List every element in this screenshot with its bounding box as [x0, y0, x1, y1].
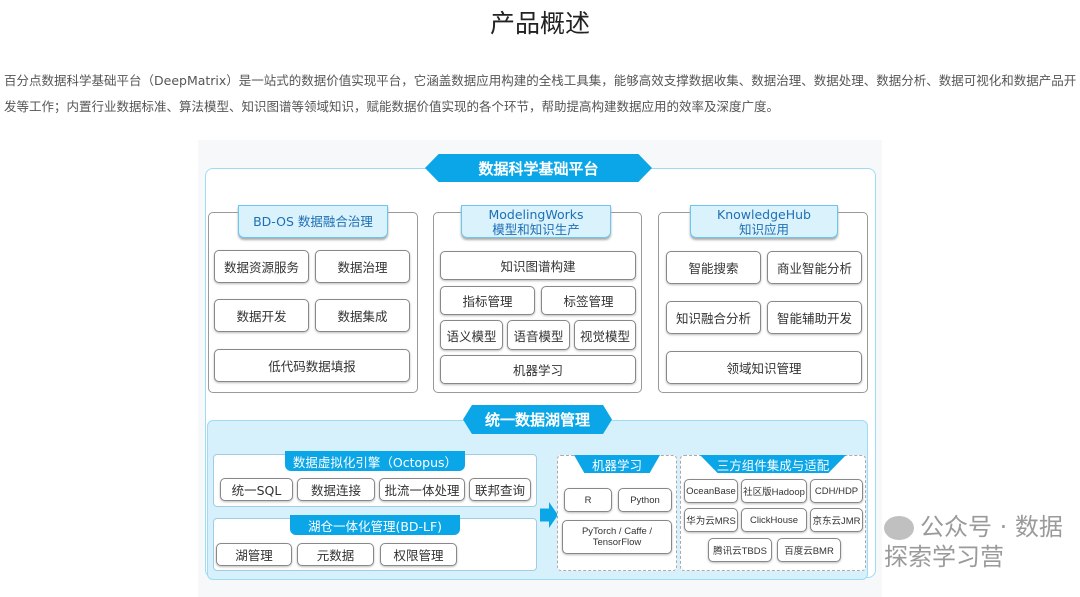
bdos-item: 数据集成: [315, 299, 410, 332]
ml-item: PyTorch / Caffe / TensorFlow: [562, 520, 672, 554]
bdlf-item: 权限管理: [380, 543, 457, 566]
arrow-right-icon: [540, 502, 558, 528]
bdos-item: 数据治理: [315, 250, 410, 283]
modeling-item: 知识图谱构建: [440, 251, 636, 280]
description-line: 百分点数据科学基础平台（DeepMatrix）是一站式的数据价值实现平台，它涵盖…: [4, 73, 1077, 88]
modeling-item: 语义模型: [440, 320, 503, 350]
octopus-item: 统一SQL: [220, 478, 293, 501]
modeling-item: 指标管理: [440, 286, 535, 315]
lake-banner: 统一数据湖管理: [463, 405, 612, 434]
ml-title: 机器学习: [574, 455, 660, 473]
octopus-item: 联邦查询: [469, 478, 531, 501]
knowledge-item: 知识融合分析: [666, 301, 761, 334]
third-party-item: 百度云BMR: [777, 538, 841, 562]
bdos-title: BD-OS 数据融合治理: [238, 205, 388, 238]
third-party-item: ClickHouse: [741, 508, 807, 532]
bdos-item: 低代码数据填报: [214, 349, 410, 382]
watermark-text: 公众号 · 数据探索学习营: [884, 513, 1063, 571]
third-party-item: 腾讯云TBDS: [708, 538, 772, 562]
watermark: 公众号 · 数据探索学习营: [884, 512, 1080, 572]
knowledge-item: 领域知识管理: [666, 351, 862, 384]
knowledge-item: 智能辅助开发: [767, 301, 862, 334]
knowledge-item: 商业智能分析: [767, 251, 862, 284]
modeling-item: 视觉模型: [574, 320, 636, 350]
bdos-title-text: BD-OS 数据融合治理: [253, 214, 373, 229]
modeling-subtitle: 模型和知识生产: [492, 221, 580, 237]
octopus-title: 数据虚拟化引擎（Octopus）: [285, 451, 465, 471]
page-title: 产品概述: [489, 9, 590, 38]
knowledge-subtitle: 知识应用: [738, 221, 789, 237]
ml-item: R: [564, 488, 612, 512]
third-party-item: CDH/HDP: [810, 479, 863, 503]
platform-banner: 数据科学基础平台: [425, 154, 652, 182]
third-party-item: 京东云JMR: [810, 508, 863, 532]
third-party-title: 三方组件集成与适配: [700, 455, 846, 473]
bdlf-item: 元数据: [297, 543, 374, 566]
bdlf-title: 湖仓一体化管理(BD-LF): [290, 515, 460, 535]
modeling-title-text: ModelingWorks: [488, 206, 584, 222]
bdos-item: 数据开发: [214, 299, 309, 332]
knowledge-item: 智能搜索: [666, 251, 761, 284]
ml-item: Python: [618, 488, 672, 512]
modeling-item: 语音模型: [507, 320, 570, 350]
description-line: 发等工作；内置行业数据标准、算法模型、知识图谱等领域知识，赋能数据价值实现的各个…: [4, 99, 780, 114]
octopus-item: 批流一体处理: [379, 478, 465, 501]
modeling-item: 机器学习: [440, 355, 636, 384]
knowledge-title-text: KnowledgeHub: [717, 206, 811, 222]
third-party-item: OceanBase: [684, 479, 738, 503]
bdos-item: 数据资源服务: [214, 250, 309, 283]
modeling-item: 标签管理: [541, 286, 636, 315]
bdlf-item: 湖管理: [216, 543, 292, 566]
third-party-item: 华为云MRS: [684, 508, 738, 532]
third-party-item: 社区版Hadoop: [741, 479, 807, 503]
octopus-item: 数据连接: [297, 478, 375, 501]
wechat-icon: [884, 516, 914, 540]
